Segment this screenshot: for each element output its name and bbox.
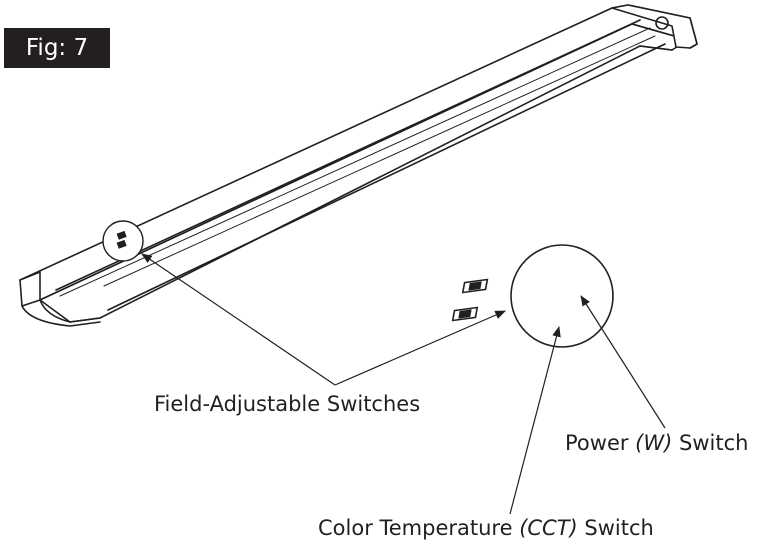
cct-switch-suffix: Switch: [577, 516, 654, 540]
cct-switch-code: (CCT): [519, 516, 578, 540]
fixture-left-end-cap: [19, 271, 41, 307]
cct-switch-slot: [451, 306, 479, 322]
cct-switch-label: Color Temperature (CCT) Switch: [318, 516, 654, 540]
leader-power: [580, 295, 666, 429]
leader-cct: [509, 325, 561, 515]
power-switch-suffix: Switch: [672, 431, 749, 455]
switch-detail-magnified: [451, 244, 614, 348]
leader-field-to-fixture: [141, 253, 336, 386]
fixture-right-end-cap: [611, 4, 698, 49]
power-switch-prefix: Power: [565, 431, 636, 455]
leader-field-to-detail: [334, 310, 506, 386]
power-switch-label: Power (W) Switch: [565, 431, 748, 455]
power-switch-slot: [461, 278, 489, 294]
figure-number-badge: Fig: 7: [4, 28, 110, 68]
cct-switch-prefix: Color Temperature: [318, 516, 520, 540]
fixture-switch-location: [102, 220, 144, 262]
field-adjustable-switches-label: Field-Adjustable Switches: [154, 392, 421, 416]
light-fixture: [19, 4, 698, 327]
power-switch-code: (W): [635, 431, 673, 455]
